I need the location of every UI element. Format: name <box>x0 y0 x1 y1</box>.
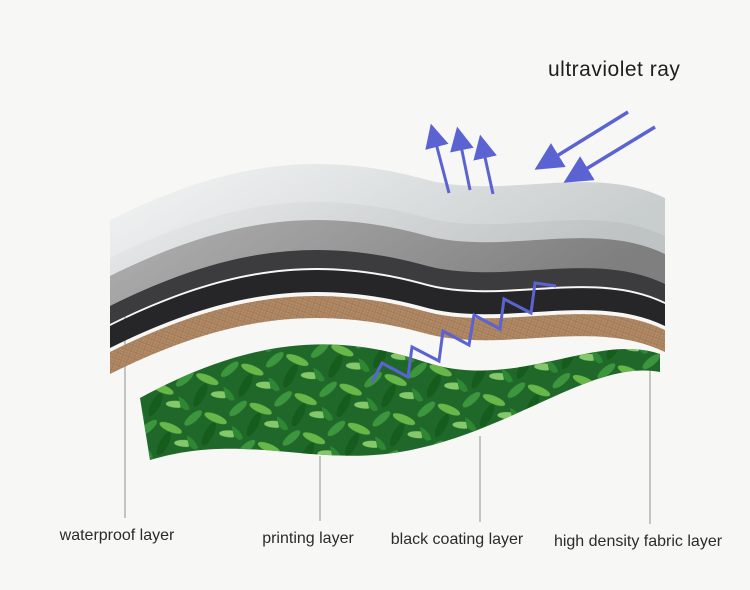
uv-reflected-arrow-icon <box>450 126 474 191</box>
waterproof-sheet <box>110 163 665 276</box>
ultraviolet-ray-label: ultraviolet ray <box>548 58 681 81</box>
printing-layer-leaf-pattern <box>140 344 660 460</box>
high-density-fabric-weave <box>110 295 665 374</box>
zigzag-spring-icon <box>370 281 557 383</box>
uv-reflected-arrow-icon <box>425 123 451 194</box>
uv-incoming-arrow-icon <box>563 125 656 183</box>
uv-reflected-arrows <box>425 123 497 195</box>
printing-layer-label: printing layer <box>262 530 354 547</box>
uv-reflected-arrow-icon <box>473 134 497 195</box>
waterproof-layer-label: waterproof layer <box>59 527 175 544</box>
black-coating-sheet-1 <box>110 241 665 324</box>
uv-incoming-arrow-icon <box>534 110 629 170</box>
uv-incoming-arrows <box>534 110 656 183</box>
black-coating-layer-label: black coating layer <box>390 531 524 548</box>
black-coating-sheet-2 <box>110 269 665 348</box>
high-density-fabric-layer-label: high density fabric layer <box>553 533 723 550</box>
